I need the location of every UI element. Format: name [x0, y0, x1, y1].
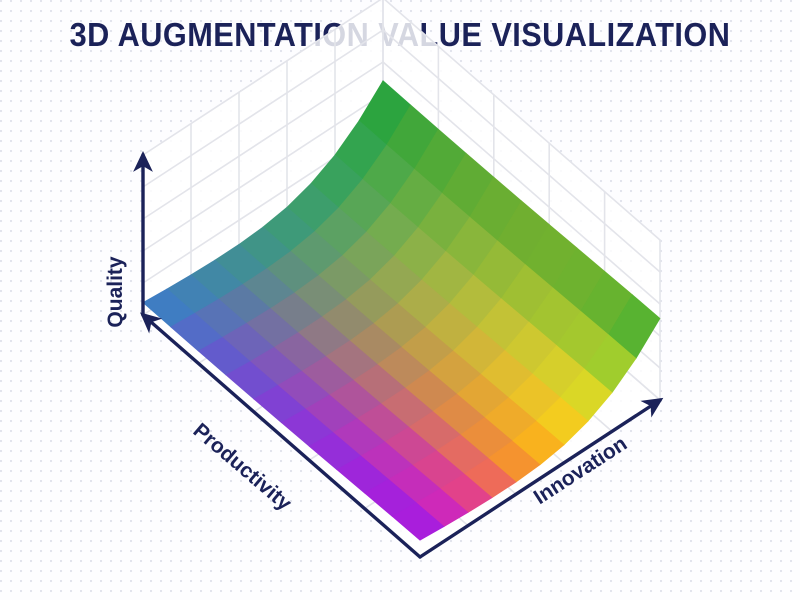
- surface-cell: [391, 502, 445, 541]
- surface-mesh: [142, 80, 661, 541]
- axis-label-quality: Quality: [104, 256, 127, 328]
- axis-line-productivity: [140, 312, 422, 559]
- axis-lines: [133, 151, 664, 559]
- axis-label-quality-text: Quality: [104, 256, 127, 328]
- axis-line-innovation: [418, 397, 664, 559]
